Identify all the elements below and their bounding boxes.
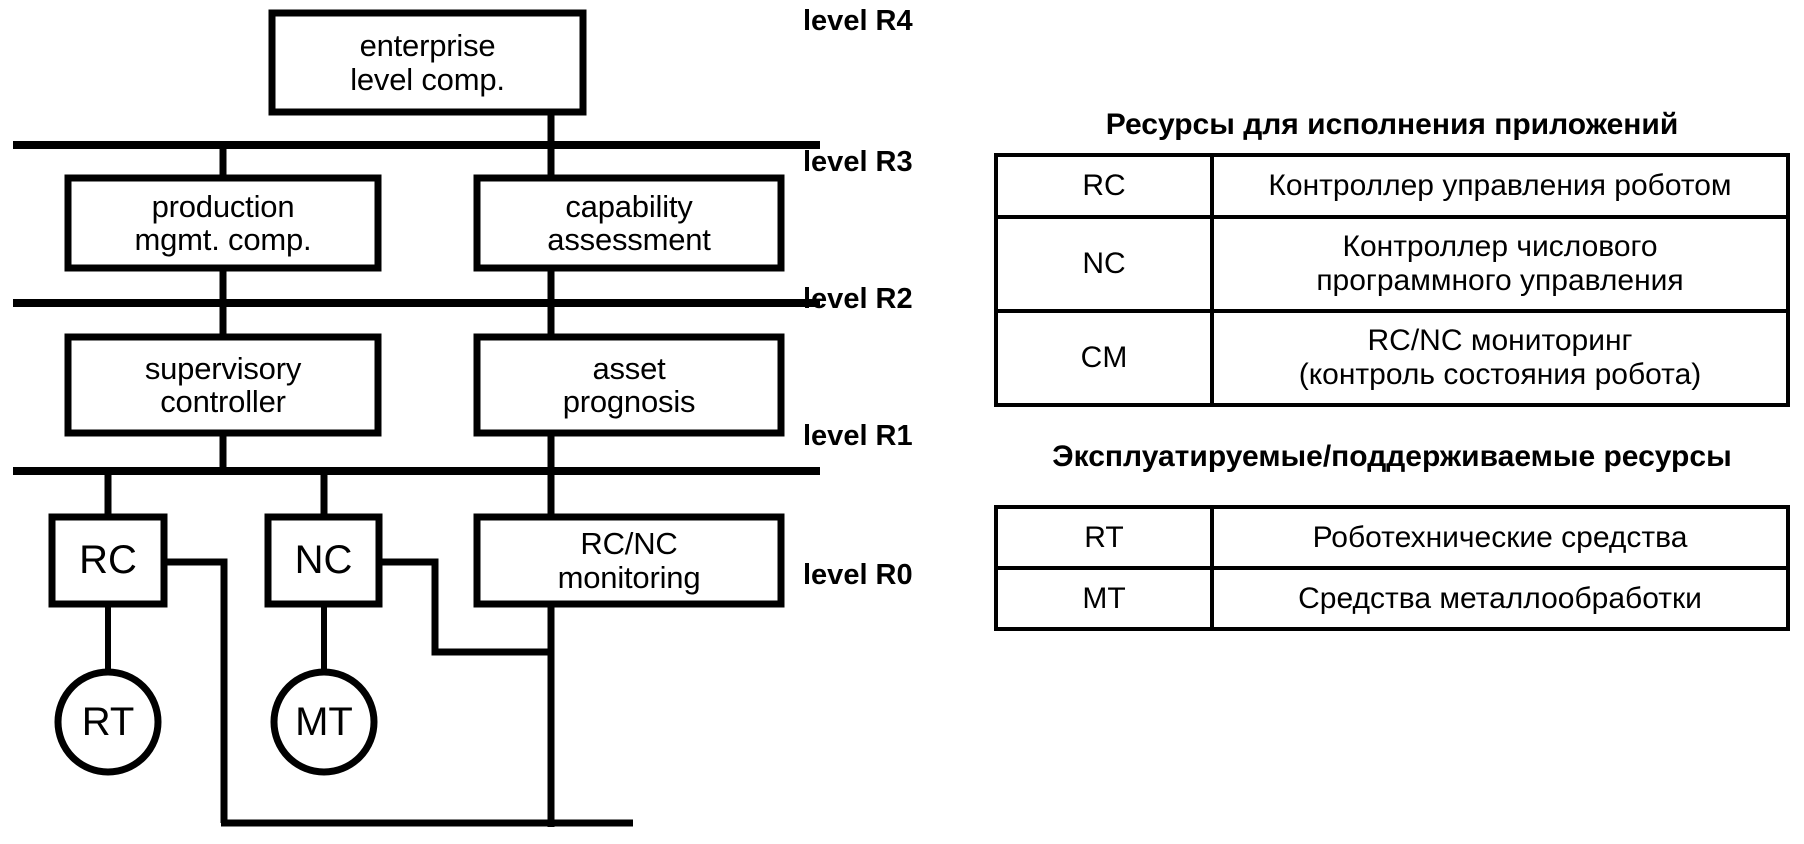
table-row: RT Роботехнические средства bbox=[994, 505, 1790, 570]
level-label-r3: level R3 bbox=[803, 146, 913, 178]
legend-caption-application-resources: Ресурсы для исполнения приложений bbox=[1105, 108, 1679, 141]
node-production-mgmt-comp[interactable] bbox=[64, 174, 382, 272]
node-nc-label: NC bbox=[294, 538, 353, 582]
connector-nc-to-monitoring-rail bbox=[379, 558, 551, 656]
legend-code-cm: CM bbox=[994, 309, 1214, 407]
legend-code-rc: RC bbox=[994, 153, 1214, 219]
node-supervisory-controller[interactable] bbox=[64, 333, 382, 437]
legend-code-rt: RT bbox=[994, 505, 1214, 570]
node-mt[interactable] bbox=[270, 668, 378, 776]
connector-rc-to-bottom-rail bbox=[164, 558, 228, 823]
legend-caption-operated-resources: Эксплуатируемые/поддерживаемые ресурсы bbox=[1052, 440, 1732, 473]
node-rt[interactable] bbox=[54, 668, 162, 776]
table-row: RC Контроллер управления роботом bbox=[994, 153, 1790, 219]
node-rt-label: RT bbox=[81, 699, 135, 744]
node-capability-assessment[interactable] bbox=[473, 174, 785, 272]
node-rc[interactable] bbox=[48, 513, 168, 608]
legend-desc-nc: Контроллер числового программного управл… bbox=[1210, 215, 1790, 313]
level-label-r1: level R1 bbox=[803, 420, 913, 452]
node-nc[interactable] bbox=[264, 513, 383, 608]
legend-desc-cm: RC/NC мониторинг (контроль состояния роб… bbox=[1210, 309, 1790, 407]
node-rcnc-monitoring[interactable] bbox=[473, 513, 785, 608]
legend-code-mt: MT bbox=[994, 566, 1214, 631]
legend-code-nc: NC bbox=[994, 215, 1214, 313]
level-label-r4: level R4 bbox=[803, 5, 913, 37]
level-label-r2: level R2 bbox=[803, 283, 913, 315]
table-row: NC Контроллер числового программного упр… bbox=[994, 215, 1790, 313]
legend-desc-rt: Роботехнические средства bbox=[1210, 505, 1790, 570]
legend-desc-rc: Контроллер управления роботом bbox=[1210, 153, 1790, 219]
node-asset-prognosis[interactable] bbox=[473, 333, 785, 437]
table-row: CM RC/NC мониторинг (контроль состояния … bbox=[994, 309, 1790, 407]
legend-table-application-resources: RC Контроллер управления роботом NC Конт… bbox=[994, 153, 1790, 407]
table-row: MT Средства металлообработки bbox=[994, 566, 1790, 631]
node-mt-label: MT bbox=[295, 699, 353, 744]
legend-desc-mt: Средства металлообработки bbox=[1210, 566, 1790, 631]
level-label-r0: level R0 bbox=[803, 559, 913, 591]
legend-table-operated-resources: RT Роботехнические средства MT Средства … bbox=[994, 505, 1790, 631]
node-rc-label: RC bbox=[79, 538, 137, 582]
node-enterprise-level-comp[interactable] bbox=[268, 9, 587, 116]
